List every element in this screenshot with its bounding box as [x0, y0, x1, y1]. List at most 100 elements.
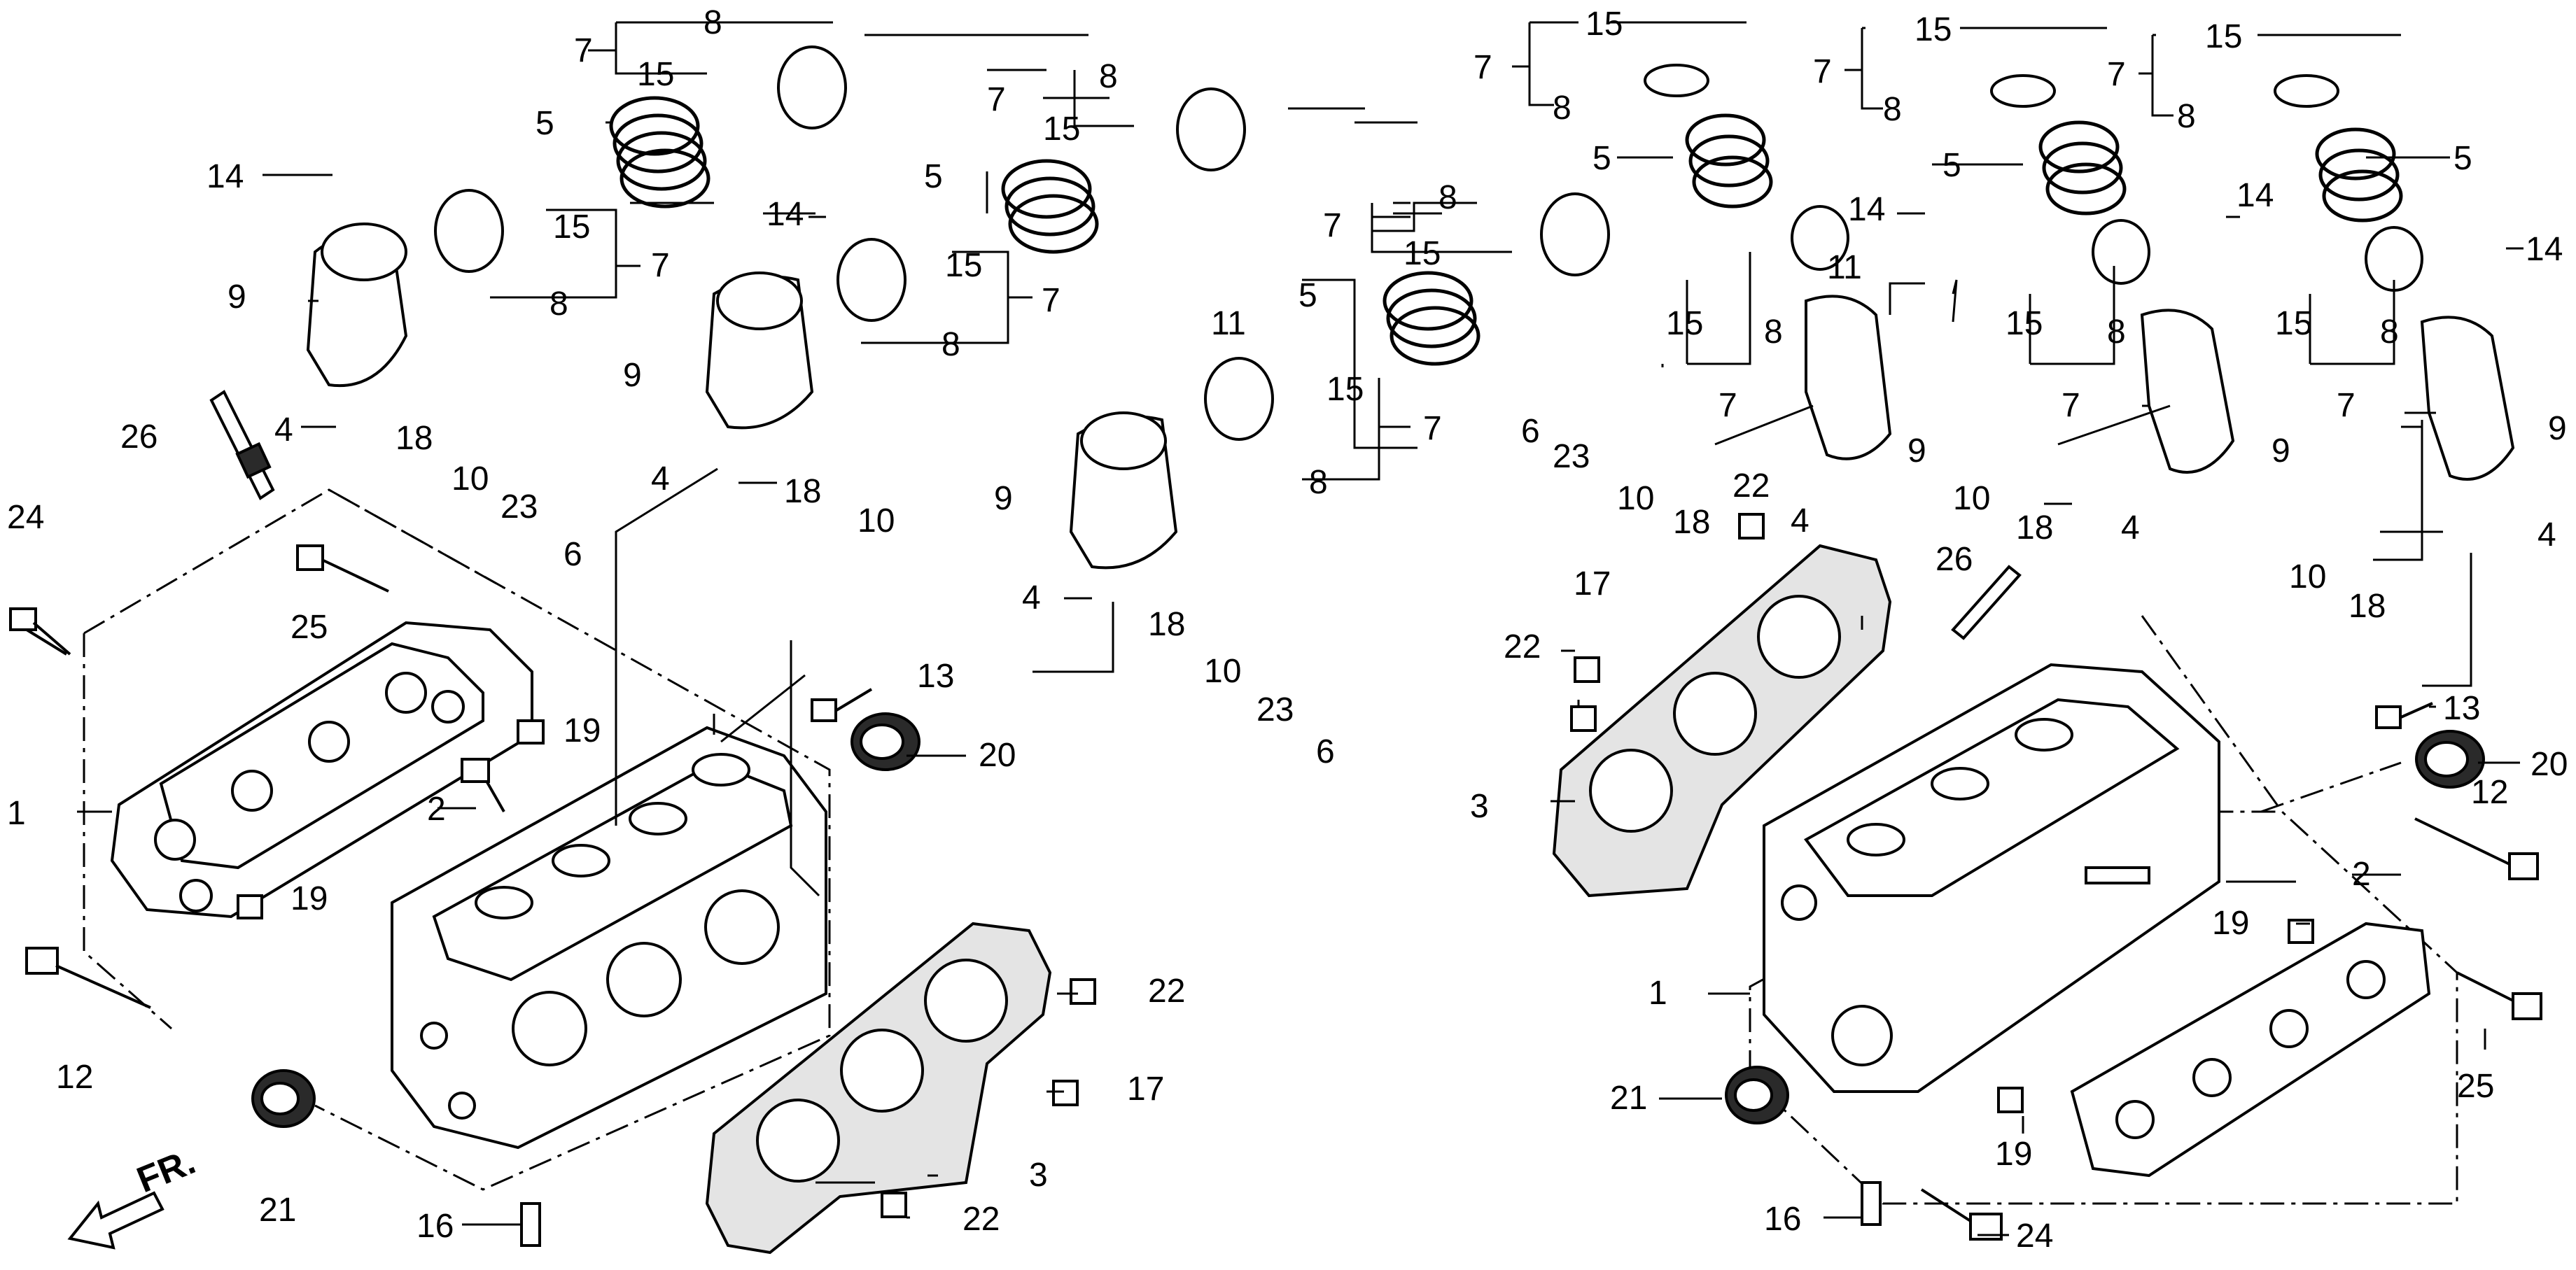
callout-17: 17: [1574, 565, 1611, 602]
callout-19: 19: [2212, 905, 2249, 942]
hose-clamps-right: [1644, 64, 2423, 292]
callout-23: 23: [500, 488, 538, 525]
callout-11: 11: [1211, 305, 1246, 342]
callout-5: 5: [1592, 140, 1611, 177]
boot-springs-left: [609, 96, 1480, 366]
callout-7: 7: [1718, 387, 1737, 424]
left-camshaft-holder: [110, 621, 533, 919]
callout-8: 8: [1438, 179, 1457, 216]
callout-18: 18: [2016, 509, 2053, 546]
callout-7: 7: [574, 32, 593, 69]
callout-15: 15: [1914, 11, 1952, 48]
callout-9: 9: [227, 278, 246, 316]
right-head-gasket: [1552, 544, 1892, 898]
callout-9: 9: [623, 357, 642, 394]
callout-3: 3: [1029, 1157, 1048, 1194]
callout-12: 12: [2471, 774, 2508, 811]
callout-23: 23: [1553, 438, 1590, 475]
callout-8: 8: [1099, 58, 1118, 95]
callout-21: 21: [259, 1192, 296, 1229]
callout-21: 21: [1610, 1080, 1647, 1117]
callout-25: 25: [290, 609, 328, 646]
callout-7: 7: [2062, 387, 2080, 424]
callout-1: 1: [7, 795, 26, 832]
callout-10: 10: [2289, 558, 2326, 595]
callout-leader-lines: [77, 21, 2524, 1236]
callout-5: 5: [1942, 147, 1961, 184]
callout-8: 8: [1553, 90, 1572, 127]
callout-14: 14: [206, 158, 244, 195]
callout-15: 15: [553, 209, 590, 246]
callout-9: 9: [1907, 432, 1926, 470]
callout-18: 18: [784, 473, 821, 510]
callout-14: 14: [1848, 191, 1885, 228]
callout-17: 17: [1127, 1071, 1164, 1108]
intake-elbow-left-3: [1069, 411, 1178, 570]
callout-3: 3: [1470, 788, 1489, 825]
callout-13: 13: [917, 658, 954, 695]
callout-18: 18: [1148, 606, 1185, 643]
callout-18: 18: [396, 420, 433, 457]
callout-18: 18: [1673, 504, 1710, 541]
callout-7: 7: [987, 81, 1006, 118]
callout-9: 9: [994, 480, 1013, 517]
callout-12: 12: [56, 1059, 93, 1096]
left-head-gasket: [705, 922, 1052, 1255]
callout-1: 1: [1648, 975, 1667, 1012]
callout-8: 8: [2380, 313, 2399, 351]
callout-22: 22: [1732, 467, 1770, 505]
callout-19: 19: [1995, 1136, 2032, 1173]
callout-19: 19: [290, 880, 328, 917]
callout-11: 11: [1827, 249, 1862, 286]
spark-plug-left: [209, 390, 275, 500]
callout-18: 18: [2348, 588, 2386, 625]
callout-4: 4: [2538, 516, 2556, 553]
callout-5: 5: [536, 105, 554, 142]
callout-8: 8: [704, 4, 722, 41]
callout-20: 20: [979, 737, 1016, 774]
callout-22: 22: [962, 1201, 1000, 1238]
seal-ring-21-right: [1725, 1066, 1789, 1124]
callout-4: 4: [2121, 509, 2140, 546]
callout-13: 13: [2443, 690, 2480, 727]
callout-26: 26: [120, 418, 158, 456]
callout-19: 19: [564, 712, 601, 749]
callout-4: 4: [1022, 579, 1041, 616]
callout-7: 7: [2337, 387, 2356, 424]
callout-16: 16: [416, 1208, 454, 1245]
callout-26: 26: [1935, 541, 1973, 578]
callout-15: 15: [2005, 305, 2043, 342]
callout-15: 15: [637, 56, 674, 93]
callout-10: 10: [858, 502, 895, 539]
seal-ring-20-right: [2415, 730, 2485, 789]
callout-4: 4: [1791, 502, 1809, 539]
callout-7: 7: [1042, 282, 1060, 319]
callout-10: 10: [1953, 480, 1990, 517]
callout-6: 6: [564, 536, 582, 573]
callout-24: 24: [2016, 1218, 2053, 1255]
callout-14: 14: [2236, 177, 2274, 214]
callout-15: 15: [1586, 6, 1623, 43]
callout-14: 14: [766, 196, 804, 233]
callout-7: 7: [651, 247, 670, 284]
callout-23: 23: [1256, 691, 1294, 728]
front-direction-arrow-icon: FR.: [67, 1141, 201, 1250]
callout-15: 15: [1043, 111, 1080, 148]
callout-2: 2: [2352, 856, 2371, 893]
callout-9: 9: [2272, 432, 2290, 470]
callout-7: 7: [1323, 207, 1342, 244]
front-direction-label: FR.: [132, 1141, 201, 1201]
callout-8: 8: [2107, 313, 2126, 351]
callout-6: 6: [1316, 733, 1335, 770]
callout-15: 15: [1666, 305, 1703, 342]
bolts-left: [9, 544, 1096, 1247]
hose-clamps-left: [434, 45, 1610, 441]
callout-5: 5: [1298, 277, 1317, 314]
callout-15: 15: [945, 247, 982, 284]
right-camshaft-holder: [2070, 922, 2431, 1178]
callout-10: 10: [1617, 480, 1654, 517]
callout-15: 15: [1404, 235, 1441, 272]
callout-20: 20: [2530, 746, 2568, 783]
intake-elbow-left-1: [306, 223, 408, 388]
callout-10: 10: [451, 460, 489, 498]
